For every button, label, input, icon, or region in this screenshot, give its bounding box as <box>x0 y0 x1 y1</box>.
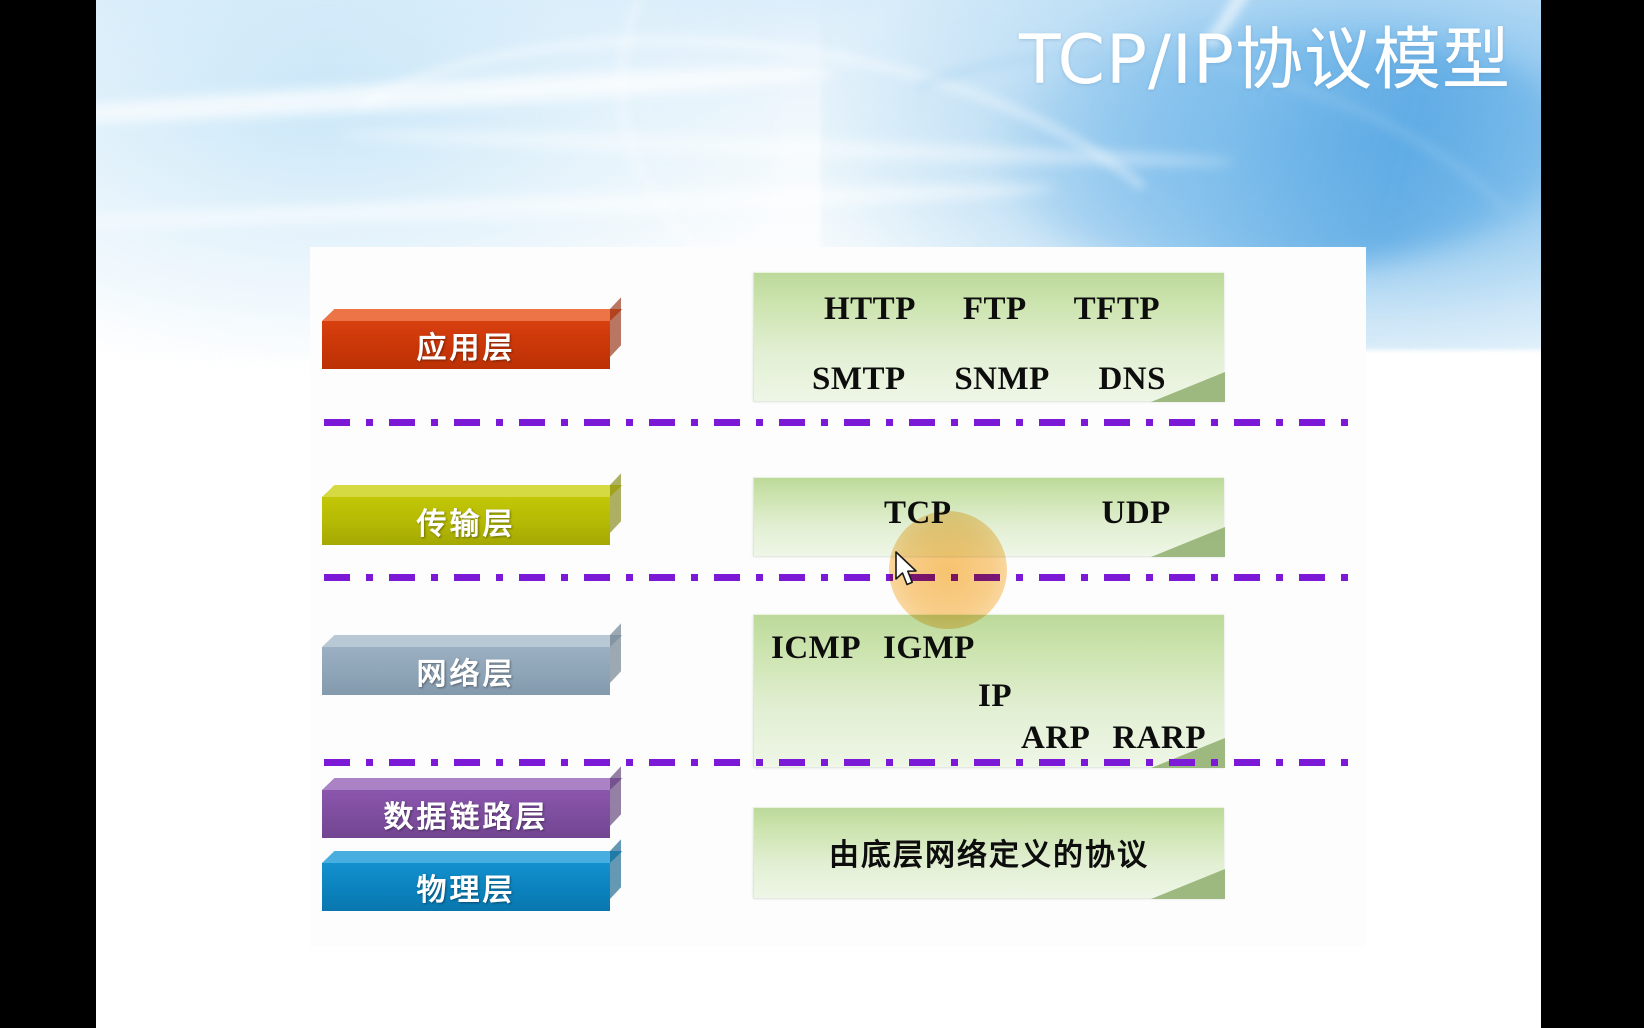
protocol-icmp: ICMP <box>771 630 861 666</box>
layer-label-transport: 传输层 <box>416 507 516 542</box>
protocol-udp: UDP <box>1101 495 1171 531</box>
layer-box-top-face-transport <box>322 485 623 497</box>
protocol-row-application-2: SMTP SNMP DNS <box>754 361 1224 398</box>
layer-label-network: 网络层 <box>416 657 516 692</box>
protocol-ftp: FTP <box>962 291 1027 327</box>
protocol-smtp: SMTP <box>812 361 906 397</box>
divider-network-datalink <box>324 759 1362 766</box>
protocol-row-network-1: ICMP IGMP <box>754 630 1224 667</box>
divider-application-transport <box>324 419 1362 426</box>
layer-box-application: 应用层 <box>322 297 623 369</box>
layer-box-side-face-transport <box>610 473 621 533</box>
protocol-tftp: TFTP <box>1073 291 1160 327</box>
layer-box-top-face-application <box>322 309 623 321</box>
protocol-link-description: 由底层网络定义的协议 <box>829 838 1149 873</box>
layer-box-side-face-datalink <box>610 766 621 826</box>
layer-label-physical: 物理层 <box>416 873 516 908</box>
layer-box-side-face-network <box>610 623 621 683</box>
presentation-slide: TCP/IP协议模型 应用层 传输层 网络层 数据 <box>96 0 1541 1028</box>
layer-label-application: 应用层 <box>416 331 516 366</box>
protocol-row-application-1: HTTP FTP TFTP <box>754 291 1224 328</box>
layer-box-top-face-datalink <box>322 778 623 790</box>
slide-title: TCP/IP协议模型 <box>1018 21 1511 100</box>
protocol-arp: ARP <box>1021 720 1091 756</box>
layer-label-datalink: 数据链路层 <box>383 800 549 835</box>
layer-box-top-face-physical <box>322 851 623 863</box>
layer-box-network: 网络层 <box>322 623 623 695</box>
layer-box-transport: 传输层 <box>322 473 623 545</box>
letterbox-bar-left <box>0 0 96 1028</box>
letterbox-bar-right <box>1541 0 1644 1028</box>
folded-corner-icon <box>1151 869 1225 899</box>
protocol-http: HTTP <box>824 291 916 327</box>
protocol-box-link: 由底层网络定义的协议 <box>753 807 1225 899</box>
protocol-snmp: SNMP <box>954 361 1050 397</box>
layer-box-datalink: 数据链路层 <box>322 766 623 838</box>
protocol-igmp: IGMP <box>882 630 975 666</box>
layer-box-top-face-network <box>322 635 623 647</box>
protocol-box-application: HTTP FTP TFTP SMTP SNMP DNS <box>753 272 1225 402</box>
protocol-ip: IP <box>978 678 1012 714</box>
folded-corner-icon <box>1151 527 1225 557</box>
mouse-cursor-icon <box>895 551 917 586</box>
protocol-box-network: ICMP IGMP IP ARP RARP <box>753 614 1225 768</box>
divider-transport-network <box>324 574 1362 581</box>
layer-box-side-face-application <box>610 297 621 357</box>
protocol-row-network-2: IP <box>754 678 1224 715</box>
layer-box-physical: 物理层 <box>322 839 623 911</box>
protocol-row-link-1: 由底层网络定义的协议 <box>754 830 1224 874</box>
layer-box-side-face-physical <box>610 839 621 899</box>
tcpip-model-diagram: 应用层 传输层 网络层 数据链路层 物理层 <box>310 247 1366 947</box>
background-wash-top-right-band <box>1001 40 1541 270</box>
folded-corner-icon <box>1151 372 1225 402</box>
